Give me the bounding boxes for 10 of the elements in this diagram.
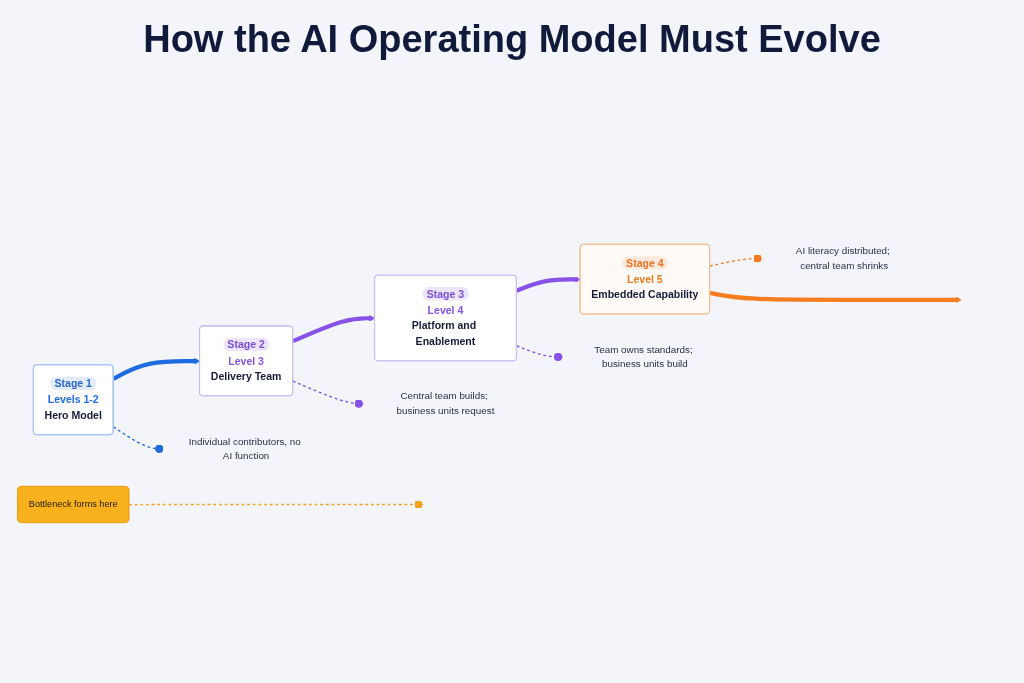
node-text: Individual contributors, no AI function: [188, 435, 301, 462]
connector: [128, 500, 424, 509]
title: How the AI Operating Model Must Evolve: [142, 18, 882, 61]
node-text: Team owns standards; business units build: [594, 343, 693, 370]
connector: [709, 254, 763, 267]
connector: [292, 380, 365, 408]
connector: [516, 345, 564, 362]
node-text: Central team builds; business units request: [396, 390, 495, 417]
arrow: [709, 290, 962, 303]
node-text: AI literacy distributed; central team shrinks: [795, 245, 890, 272]
